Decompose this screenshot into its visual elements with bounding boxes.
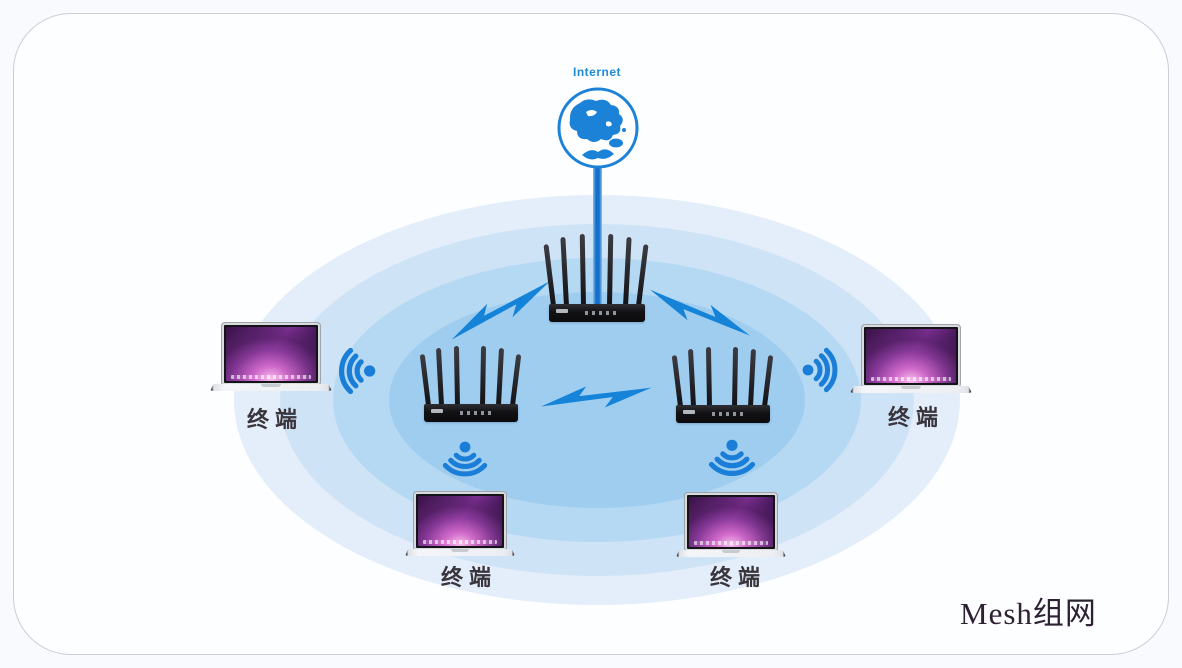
laptop-screen [222, 323, 320, 385]
router-node-right [671, 345, 773, 423]
laptop-terminal-bottom-right [676, 493, 786, 557]
router-body [676, 405, 770, 423]
wifi-signal-bottom-left-icon [442, 441, 488, 477]
router-antennas [419, 344, 521, 407]
internet-label: Internet [572, 65, 621, 79]
laptop-terminal-bottom-left [405, 492, 515, 556]
router-node-left [419, 344, 521, 422]
terminal-label-right: 终端 [887, 405, 945, 430]
diagram-title: Mesh组网 [960, 596, 1097, 631]
terminal-label-bottom-right: 终端 [709, 565, 767, 590]
wifi-signal-right-icon [802, 347, 838, 393]
router-antennas [671, 345, 773, 408]
laptop-base [405, 549, 515, 556]
wifi-signal-left-icon [339, 347, 376, 395]
router-body [549, 304, 645, 322]
laptop-terminal-right [850, 325, 972, 393]
mesh-link-bottom-bolt-icon [541, 386, 652, 408]
terminal-label-bottom-left: 终端 [440, 565, 498, 590]
router-body [424, 404, 518, 422]
laptop-base [210, 384, 332, 391]
laptop-screen [862, 325, 960, 387]
wifi-signal-bottom-right-icon [708, 439, 756, 476]
router-node-top [543, 232, 649, 322]
laptop-base [850, 386, 972, 393]
laptop-base [676, 550, 786, 557]
internet-globe-icon [557, 87, 639, 169]
laptop-screen [685, 493, 777, 551]
mesh-link-top-left-bolt-icon [451, 281, 550, 340]
laptop-terminal-left [210, 323, 332, 391]
terminal-label-left: 终端 [246, 407, 304, 432]
internet-uplink-line [593, 165, 602, 311]
router-antennas [543, 232, 649, 307]
mesh-link-top-right-bolt-icon [649, 289, 750, 336]
laptop-screen [414, 492, 506, 550]
